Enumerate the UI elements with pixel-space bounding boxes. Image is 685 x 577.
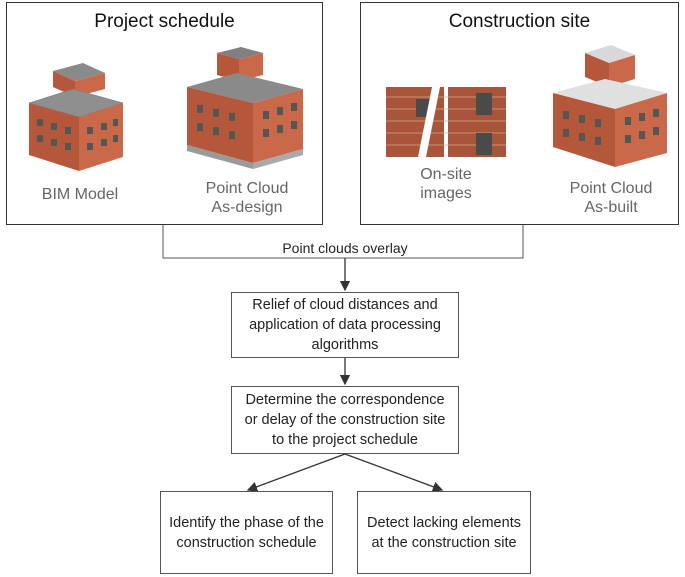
bim-model-label: BIM Model [41, 186, 119, 203]
point-cloud-as-design-label: Point Cloud As-design [187, 179, 307, 217]
point-cloud-as-built-image [553, 45, 667, 167]
pc-design-line-2: As-design [211, 199, 283, 216]
step-relief-cloud-distances: Relief of cloud distances and applicatio… [231, 292, 459, 358]
output-identify-phase: Identify the phase of the construction s… [160, 491, 333, 574]
images-line-1: On-site [420, 166, 472, 183]
out-left-line-1: Identify the phase of the [169, 514, 324, 531]
on-site-images [386, 87, 506, 157]
panel-title: Construction site [448, 11, 591, 32]
panel-title: Project schedule [94, 11, 235, 32]
out-right-line-1: Detect lacking elements [367, 514, 521, 531]
step-determine-correspondence: Determine the correspondence or delay of… [231, 386, 459, 454]
step1-line-1: Relief of cloud distances and [252, 297, 438, 313]
pc-built-line-1: Point Cloud [569, 180, 653, 197]
output-detect-lacking-elements: Detect lacking elements at the construct… [357, 491, 531, 574]
point-cloud-as-built-label: Point Cloud As-built [551, 179, 671, 217]
step2-line-2: or delay of the construction site [244, 412, 446, 428]
images-line-2: images [420, 185, 472, 202]
out-left-line-2: construction schedule [176, 534, 317, 551]
point-clouds-overlay-label: Point clouds overlay [282, 240, 408, 256]
step1-line-3: algorithms [311, 337, 379, 353]
project-schedule-panel: Project schedule BIM Model [6, 2, 323, 225]
out-right-line-2: at the construction site [371, 534, 517, 551]
point-cloud-as-design-image [187, 47, 303, 169]
arrow-step2-to-right [344, 453, 444, 492]
step2-line-3: to the project schedule [272, 432, 418, 448]
overlay-bracket [162, 225, 524, 259]
bim-model-image [28, 63, 124, 171]
arrow-step2-to-left [246, 453, 346, 492]
step1-line-2: application of data processing [249, 317, 441, 333]
pc-built-line-2: As-built [584, 199, 638, 216]
step2-line-1: Determine the correspondence [245, 392, 445, 408]
construction-site-panel: Construction site On-site images [360, 2, 679, 225]
on-site-images-label: On-site images [391, 165, 501, 203]
pc-design-line-1: Point Cloud [205, 180, 289, 197]
